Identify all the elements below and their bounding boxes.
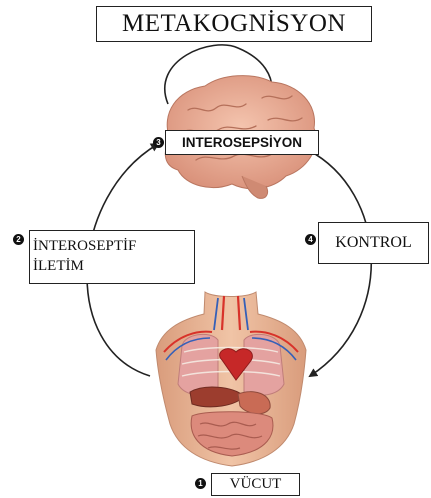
step-4-badge: 4 (305, 234, 316, 245)
iletim-line-2: İLETİM (33, 256, 194, 276)
step-1-badge: 1 (195, 478, 206, 489)
interosepsiyon-label: INTEROSEPSİYON (165, 130, 319, 155)
kontrol-label: KONTROL (318, 222, 429, 264)
step-3-badge: 3 (153, 137, 164, 148)
torso-anatomy-illustration (156, 292, 306, 466)
interoseptif-iletim-label: İNTEROSEPTİF İLETİM (29, 230, 195, 284)
vucut-label: VÜCUT (211, 473, 300, 496)
step-2-badge: 2 (13, 234, 24, 245)
metacognition-title: METAKOGNİSYON (96, 6, 372, 42)
iletim-line-1: İNTEROSEPTİF (33, 236, 194, 256)
